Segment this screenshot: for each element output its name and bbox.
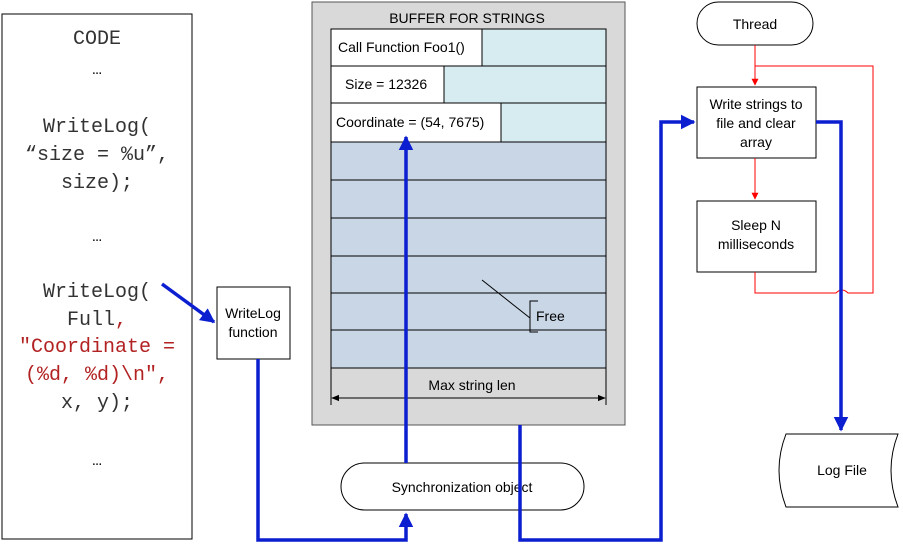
buffer-title: BUFFER FOR STRINGS [389,10,545,26]
writelog-label-line: function [228,324,277,340]
code-line: size); [61,172,133,195]
blue-arrow-write-to-logfile [816,120,849,432]
max-len-label: Max string len [428,377,515,393]
thread-label: Thread [733,16,777,32]
buffer-row-text-cell [330,28,483,67]
writelog-function-box [216,286,291,360]
buffer-used-rows [330,28,607,143]
buffer-row-text-cell [330,65,445,104]
code-token-comma: , [115,309,127,332]
write-strings-line: file and clear [716,115,796,131]
write-strings-box [696,86,817,159]
code-panel [1,13,193,540]
log-file-storage [778,433,899,508]
blue-arrow-writelog-to-sync [256,359,414,542]
buffer-free-row [330,141,607,181]
buffer-free-row [330,255,607,294]
buffer-free-row [330,179,607,219]
buffer-row-text: Size = 12326 [345,76,427,92]
buffer-row-text: Call Function Foo1() [338,39,465,55]
buffer-row-text: Coordinate = (54, 7675) [336,114,484,130]
sync-object-label: Synchronization object [392,479,533,495]
log-file-label: Log File [817,462,867,478]
sleep-line: Sleep N [731,217,781,233]
blue-data-flow [160,114,849,542]
code-token: Full [67,309,115,332]
code-line: Full, [67,309,127,332]
code-ellipsis: … [92,452,102,470]
write-strings-line: Write strings to [709,96,802,112]
buffer-free-row [330,329,607,369]
code-line: WriteLog( [43,281,151,304]
code-ellipsis: … [92,228,102,246]
synchronization-object [340,462,585,511]
free-callout-bracket [481,279,538,333]
code-header: CODE [73,28,121,51]
write-strings-line: array [740,134,772,150]
blue-arrow-code-to-writelog [160,282,216,324]
sleep-line: milliseconds [718,236,794,252]
code-line: x, y); [61,392,133,415]
sleep-box [696,200,817,273]
code-string-line: "Coordinate = [19,336,175,359]
blue-arrow-buffer-to-write [518,114,696,542]
code-line: “size = %u”, [25,144,169,167]
code-string-line: (%d, %d)\n", [25,364,169,387]
buffer-free-rows [330,141,607,369]
code-ellipsis: … [92,61,102,79]
buffer-row-text-cell [330,102,502,143]
buffer-free-row [330,217,607,257]
code-line: WriteLog( [43,116,151,139]
free-label: Free [536,308,565,324]
writelog-label-line: WriteLog [225,305,281,321]
